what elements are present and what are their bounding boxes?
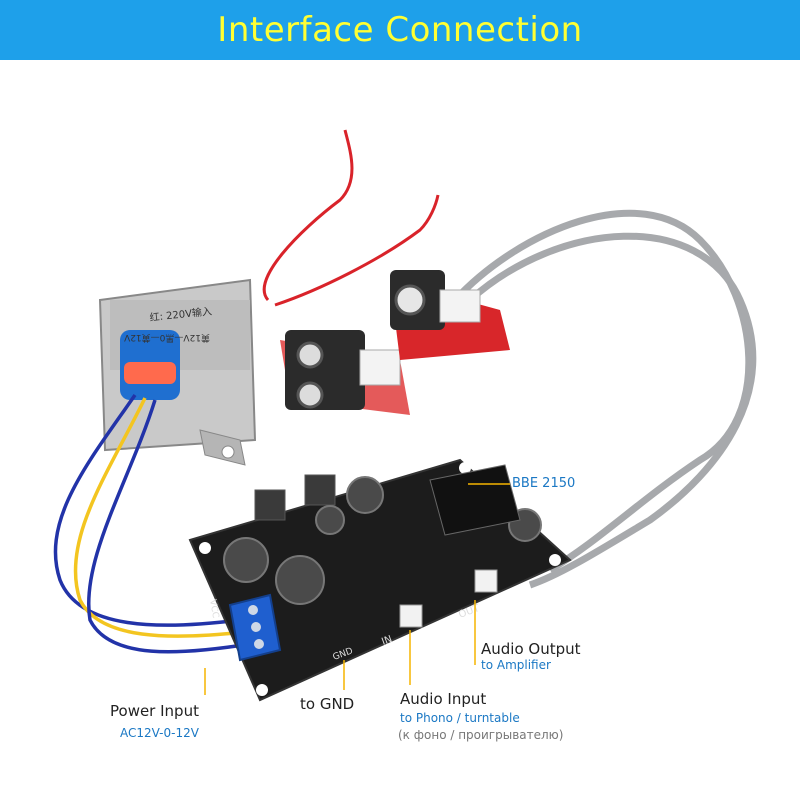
bbe-pcb-board: VCC GND IN OUT xyxy=(188,458,572,702)
capacitor xyxy=(346,476,384,514)
audio-output-title: Audio Output xyxy=(481,640,581,658)
gnd-title: to GND xyxy=(300,695,355,713)
chip-label: BBE 2150 xyxy=(512,476,576,491)
transformer-label-2: 黄12V—黑0—黄12V xyxy=(123,332,210,344)
capacitor xyxy=(315,505,345,535)
input-connector xyxy=(399,604,423,628)
power-input-title: Power Input xyxy=(110,702,199,720)
title-banner: Interface Connection xyxy=(0,0,800,60)
silk-in: IN xyxy=(380,634,394,648)
rca-input-board xyxy=(280,330,410,415)
blue-wire xyxy=(53,394,241,627)
red-wire xyxy=(262,129,354,302)
silk-vcc: VCC xyxy=(207,599,220,619)
audio-input-sub: to Phono / turntable xyxy=(400,711,520,725)
input-cable xyxy=(467,232,757,589)
output-connector xyxy=(474,569,498,593)
capacitor xyxy=(223,537,269,583)
capacitor xyxy=(275,555,325,605)
output-cable xyxy=(452,209,753,574)
blue-wire xyxy=(87,399,251,654)
product-photo: 红: 220V输入 黄12V—黑0—黄12V xyxy=(53,129,757,702)
power-input-sub: AC12V-0-12V xyxy=(120,726,199,740)
power-terminal xyxy=(228,593,282,662)
red-wire xyxy=(274,194,440,307)
bbe-chip xyxy=(429,464,521,536)
audio-input-sub2: (к фоно / проигрывателю) xyxy=(398,728,564,742)
yellow-wire xyxy=(73,397,246,638)
audio-input-title: Audio Input xyxy=(400,690,487,708)
audio-output-sub: to Amplifier xyxy=(481,658,551,672)
banner-title: Interface Connection xyxy=(217,10,583,50)
rca-output-board xyxy=(390,270,510,360)
